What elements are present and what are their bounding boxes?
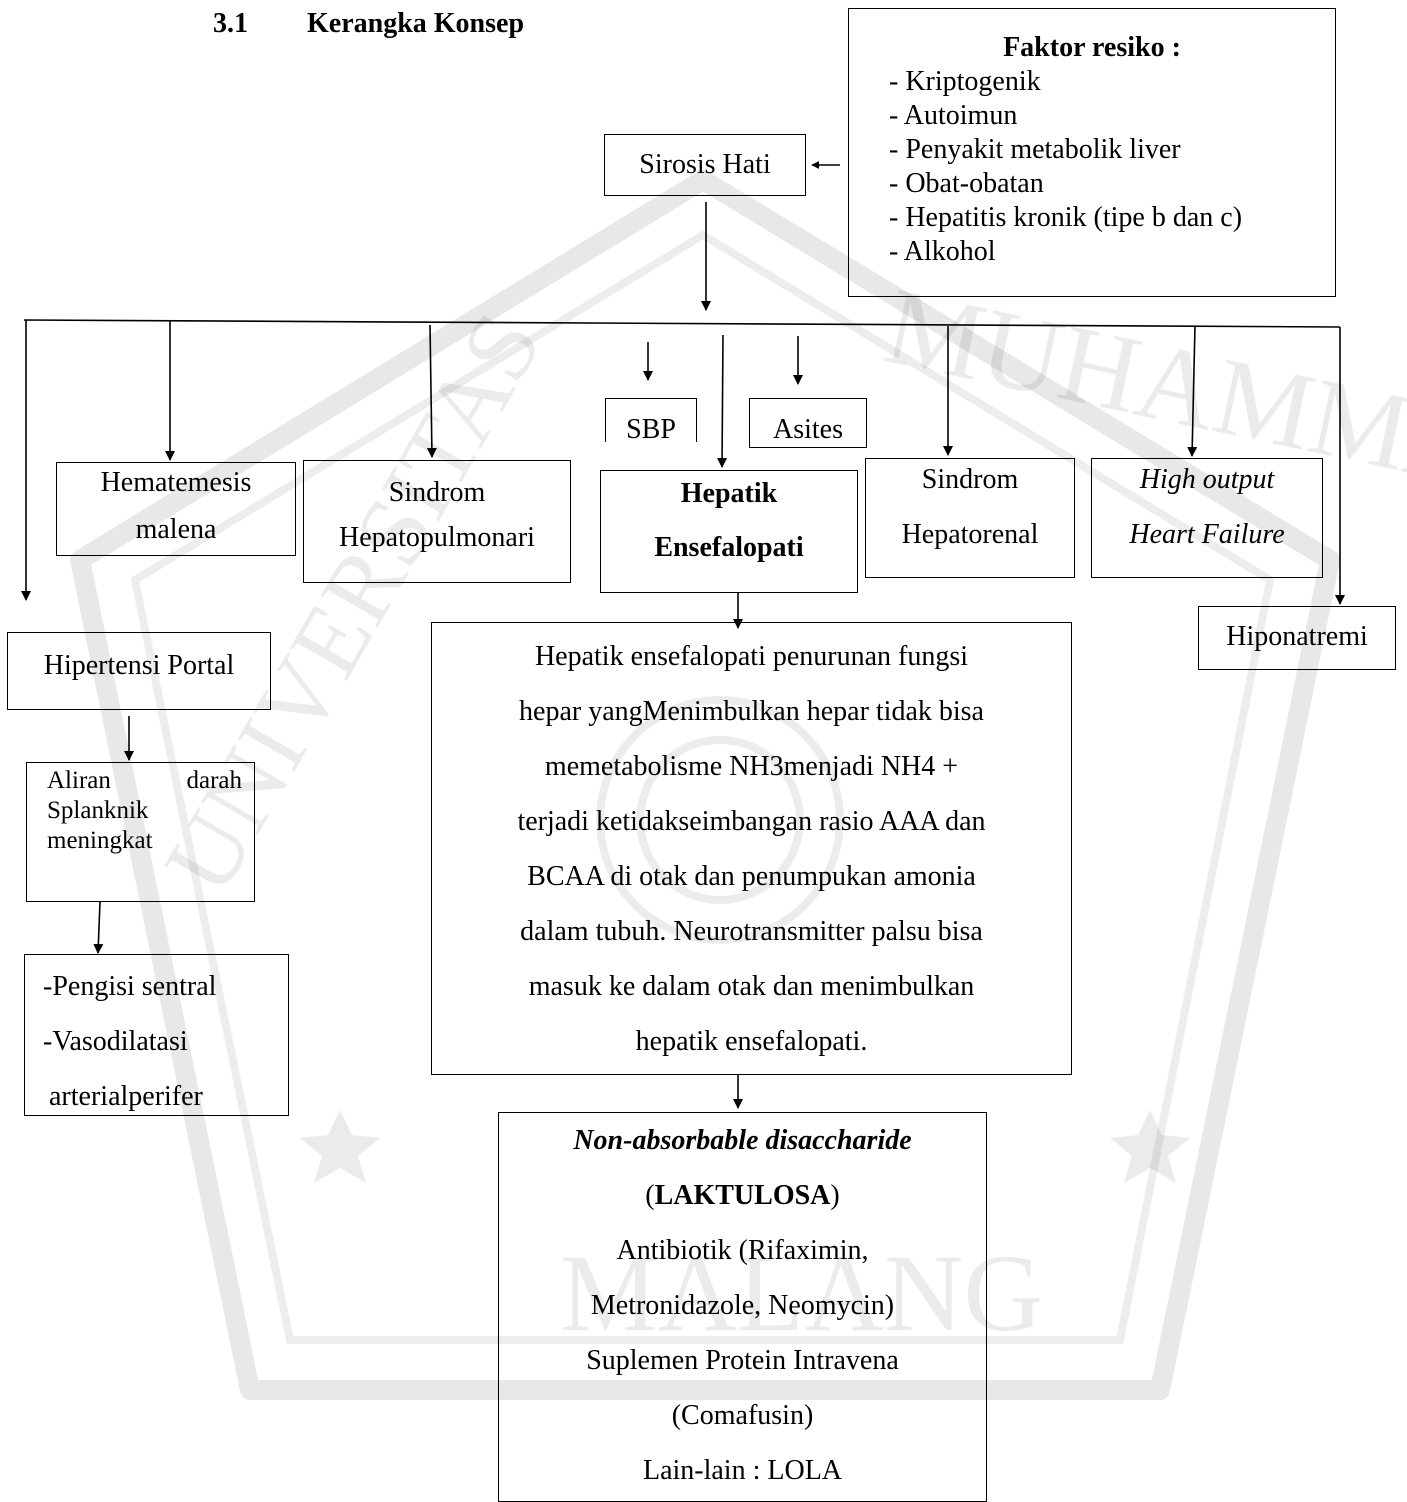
treatment-line-italic: Non-absorbable disaccharide xyxy=(573,1125,912,1156)
treatment-line: Metronidazole, Neomycin) xyxy=(590,1290,895,1321)
hepatik-line2: Ensefalopati xyxy=(654,532,804,563)
arrow-aliran-to-effects xyxy=(93,901,104,954)
asites-box: Asites xyxy=(749,398,867,448)
risk-factors-box: Faktor resiko : - Kriptogenik - Autoimun… xyxy=(848,8,1336,297)
he-explanation-line: hepatik ensefalopati. xyxy=(635,1026,868,1057)
hematemesis-box: Hematemesis malena xyxy=(56,462,296,556)
hipertensi-portal-box: Hipertensi Portal xyxy=(7,632,271,710)
risk-factors-title: Faktor resiko : xyxy=(1003,32,1181,63)
treatment-line: Antibiotik (Rifaximin, xyxy=(616,1235,869,1266)
hepatik-ensefalopati-box: Hepatik Ensefalopati xyxy=(600,470,858,593)
hepatorenal-box: Sindrom Hepatorenal xyxy=(865,458,1075,578)
treatment-box: Non-absorbable disaccharide (LAKTULOSA) … xyxy=(498,1112,987,1502)
hiponatremi-box: Hiponatremi xyxy=(1198,606,1396,670)
heart-failure-box: High output Heart Failure xyxy=(1091,458,1323,578)
hepatorenal-line1: Sindrom xyxy=(921,464,1019,495)
risk-factor-item: - Obat-obatan xyxy=(889,167,1044,199)
effect-line3: arterialperifer xyxy=(49,1081,203,1112)
sirosis-hati-label: Sirosis Hati xyxy=(639,149,771,180)
he-explanation-line: terjadi ketidakseimbangan rasio AAA dan xyxy=(517,806,986,837)
aliran-line3: meningkat xyxy=(47,827,153,854)
sirosis-hati-box: Sirosis Hati xyxy=(604,134,806,196)
hiponatremi-label: Hiponatremi xyxy=(1226,621,1368,652)
he-explanation-line: masuk ke dalam otak dan menimbulkan xyxy=(528,971,975,1002)
he-explanation-line: Hepatik ensefalopati penurunan fungsi xyxy=(534,641,969,672)
sbp-box: SBP xyxy=(605,398,697,445)
aliran-line2: Splanknik xyxy=(47,797,149,824)
hepatopulmonari-line2: Hepatopulmonari xyxy=(339,522,535,553)
arrow-to-hepatopulmonari xyxy=(426,324,437,458)
he-explanation-box: Hepatik ensefalopati penurunan fungsi he… xyxy=(431,622,1072,1075)
hematemesis-line1: Hematemesis xyxy=(100,467,252,498)
he-explanation-line: memetabolisme NH3menjadi NH4 + xyxy=(544,751,959,782)
hepatorenal-line2: Hepatorenal xyxy=(901,519,1039,550)
aliran-darah-box: Aliran darah Splanknik meningkat xyxy=(26,762,255,902)
effect-line2: -Vasodilatasi xyxy=(43,1026,188,1057)
watermark-text-bottom: MALANG xyxy=(560,1232,1043,1354)
sbp-label: SBP xyxy=(626,414,676,445)
effect-line1: -Pengisi sentral xyxy=(43,971,217,1002)
risk-factor-item: - Autoimun xyxy=(889,99,1018,131)
portal-effects-box: -Pengisi sentral -Vasodilatasi arterialp… xyxy=(24,954,289,1116)
he-explanation-line: BCAA di otak dan penumpukan amonia xyxy=(527,861,976,892)
hepatik-line1: Hepatik xyxy=(680,478,778,509)
section-title: Kerangka Konsep xyxy=(307,8,525,39)
heart-failure-line1: High output xyxy=(1139,464,1275,495)
treatment-line: (Comafusin) xyxy=(671,1400,814,1431)
risk-factor-item: - Penyakit metabolik liver xyxy=(889,133,1181,165)
aliran-line1: Aliran darah xyxy=(47,767,242,794)
risk-factor-item: - Alkohol xyxy=(889,235,996,267)
treatment-line: Suplemen Protein Intravena xyxy=(586,1345,899,1376)
asites-label: Asites xyxy=(773,414,843,445)
risk-factor-item: - Kriptogenik xyxy=(889,65,1041,97)
arrow-to-heart-failure xyxy=(1187,325,1198,457)
watermark-star-left-icon xyxy=(300,1110,380,1183)
he-explanation-line: hepar yangMenimbulkan hepar tidak bisa xyxy=(519,696,984,727)
section-number: 3.1 xyxy=(213,8,248,39)
watermark-star-right-icon xyxy=(1110,1110,1190,1183)
heart-failure-line2: Heart Failure xyxy=(1129,519,1285,550)
he-explanation-line: dalam tubuh. Neurotransmitter palsu bisa xyxy=(520,916,983,947)
risk-factor-item: - Hepatitis kronik (tipe b dan c) xyxy=(889,201,1243,233)
hematemesis-line2: malena xyxy=(135,514,217,545)
treatment-line-laktulosa: (LAKTULOSA) xyxy=(645,1180,840,1211)
bus-line xyxy=(23,319,1341,328)
treatment-line: Lain-lain : LOLA xyxy=(642,1455,843,1486)
hepatopulmonari-line1: Sindrom xyxy=(388,477,486,508)
hepatopulmonari-box: Sindrom Hepatopulmonari xyxy=(303,460,571,583)
risk-factors-list: - Kriptogenik - Autoimun - Penyakit meta… xyxy=(889,65,1335,269)
section-heading: 3.1 Kerangka Konsep xyxy=(213,8,524,40)
hipertensi-portal-label: Hipertensi Portal xyxy=(43,650,235,681)
arrow-to-hepatik xyxy=(717,334,728,468)
